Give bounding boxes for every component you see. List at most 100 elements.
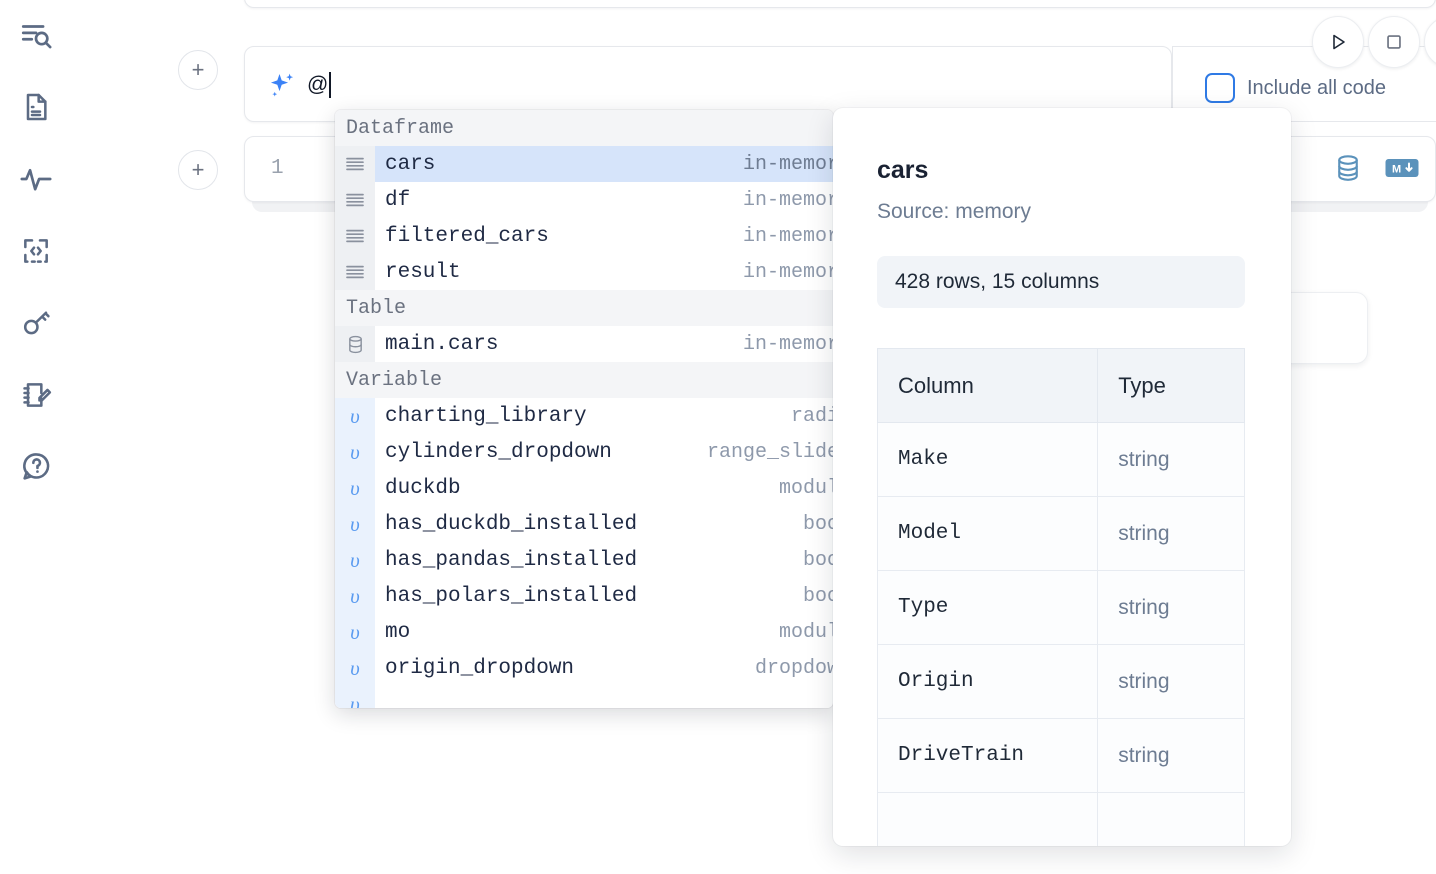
autocomplete-item[interactable]: υ cylinders_dropdown range_slider <box>335 434 833 470</box>
variable-icon: υ <box>335 470 375 506</box>
schema-column-name: Make <box>876 422 1099 497</box>
sidebar-rail <box>0 0 72 874</box>
schema-column-name <box>876 792 1099 846</box>
autocomplete-item-name: cars <box>385 152 436 176</box>
code-cell-toolbar: M <box>1333 153 1419 188</box>
schema-column-type: string <box>1097 718 1245 793</box>
variable-icon: υ <box>335 434 375 470</box>
variable-icon: υ <box>335 398 375 434</box>
sidebar-item-help[interactable] <box>12 445 60 493</box>
code-brackets-icon <box>20 235 52 272</box>
column-header-type: Type <box>1097 348 1245 423</box>
autocomplete-item-kind: bool <box>802 512 833 536</box>
notebook-edit-icon <box>20 379 52 416</box>
autocomplete-item-partial[interactable]: υ <box>335 686 833 708</box>
ai-prompt-input[interactable]: @ <box>307 61 1159 109</box>
autocomplete-item-kind: in-memory <box>742 188 833 212</box>
autocomplete-item[interactable]: cars in-memory <box>335 146 833 182</box>
autocomplete-item[interactable]: υ origin_dropdown dropdown <box>335 650 833 686</box>
detail-source: Source: memory <box>877 200 1032 223</box>
help-chat-icon <box>20 450 53 488</box>
include-all-code-checkbox[interactable] <box>1205 73 1235 103</box>
autocomplete-item-kind: bool <box>802 548 833 572</box>
sidebar-item-scratchpad[interactable] <box>12 373 60 421</box>
autocomplete-item-kind: range_slider <box>706 440 833 464</box>
database-icon[interactable] <box>1333 153 1363 188</box>
ai-prompt-value: @ <box>307 73 329 96</box>
sidebar-item-activity[interactable] <box>12 157 60 205</box>
schema-column-name: Model <box>876 496 1099 571</box>
autocomplete-group-header: Dataframe <box>335 110 833 146</box>
symbol-detail-panel: cars Source: memory 428 rows, 15 columns… <box>833 108 1291 846</box>
variable-icon: υ <box>335 542 375 578</box>
sidebar-item-snippets[interactable] <box>12 229 60 277</box>
table-database-icon <box>335 326 375 362</box>
code-line-number: 1 <box>271 157 284 180</box>
autocomplete-item-name: result <box>385 260 461 284</box>
autocomplete-item-kind: dropdown <box>754 656 833 680</box>
autocomplete-item[interactable]: result in-memory <box>335 254 833 290</box>
autocomplete-item[interactable]: υ has_pandas_installed bool <box>335 542 833 578</box>
schema-column-type: string <box>1097 496 1245 571</box>
key-icon <box>20 307 52 344</box>
activity-pulse-icon <box>19 162 53 201</box>
autocomplete-item[interactable]: υmomodule <box>335 614 833 650</box>
autocomplete-item-name: origin_dropdown <box>385 656 575 680</box>
sparkle-icon <box>267 71 297 101</box>
autocomplete-item-name: charting_library <box>385 404 587 428</box>
autocomplete-item-kind: in-memory <box>742 152 833 176</box>
autocomplete-item-name: df <box>385 188 411 212</box>
autocomplete-item[interactable]: υ charting_library radio <box>335 398 833 434</box>
variable-icon: υ <box>335 578 375 614</box>
autocomplete-item-kind: module <box>778 476 833 500</box>
schema-column-type: string <box>1097 570 1245 645</box>
document-icon <box>20 91 52 128</box>
autocomplete-item[interactable]: df in-memory <box>335 182 833 218</box>
autocomplete-item-kind: module <box>778 620 833 644</box>
svg-text:M: M <box>1392 164 1401 176</box>
markdown-icon[interactable]: M <box>1385 156 1419 185</box>
autocomplete-item-kind: in-memory <box>742 224 833 248</box>
dataframe-icon <box>335 146 375 182</box>
search-lines-icon <box>19 18 53 57</box>
add-cell-button-top[interactable]: + <box>178 50 218 90</box>
dataframe-icon <box>335 254 375 290</box>
variable-icon: υ <box>335 650 375 686</box>
autocomplete-item-name: has_polars_installed <box>385 584 638 608</box>
autocomplete-item-kind: in-memory <box>742 260 833 284</box>
include-all-code-row[interactable]: Include all code <box>1205 73 1386 103</box>
autocomplete-item-name: cylinders_dropdown <box>385 440 612 464</box>
autocomplete-item-kind: radio <box>790 404 833 428</box>
sidebar-item-explore-search[interactable] <box>12 13 60 61</box>
run-button[interactable] <box>1312 16 1364 68</box>
detail-title: cars <box>877 156 929 184</box>
sidebar-item-secrets[interactable] <box>12 301 60 349</box>
variable-icon: υ <box>335 614 375 650</box>
schema-column-type: string <box>1097 644 1245 719</box>
autocomplete-item-name: duckdb <box>385 476 461 500</box>
sidebar-item-notebook-file[interactable] <box>12 85 60 133</box>
autocomplete-item-name: has_duckdb_installed <box>385 512 638 536</box>
include-all-code-label: Include all code <box>1247 76 1386 99</box>
autocomplete-dropdown[interactable]: Dataframecarsin-memorydfin-memoryfiltere… <box>335 110 833 708</box>
schema-column-type <box>1097 792 1245 846</box>
dataframe-icon <box>335 218 375 254</box>
autocomplete-item-name: filtered_cars <box>385 224 549 248</box>
dataframe-icon <box>335 182 375 218</box>
schema-column-type: string <box>1097 422 1245 497</box>
table-header-row: Column Type <box>876 348 1245 423</box>
variable-icon: υ <box>335 686 375 708</box>
autocomplete-item[interactable]: filtered_cars in-memory <box>335 218 833 254</box>
add-cell-button-bottom[interactable]: + <box>178 150 218 190</box>
stop-button[interactable] <box>1368 16 1420 68</box>
detail-shape-badge: 428 rows, 15 columns <box>877 256 1245 308</box>
autocomplete-item-name: has_pandas_installed <box>385 548 638 572</box>
